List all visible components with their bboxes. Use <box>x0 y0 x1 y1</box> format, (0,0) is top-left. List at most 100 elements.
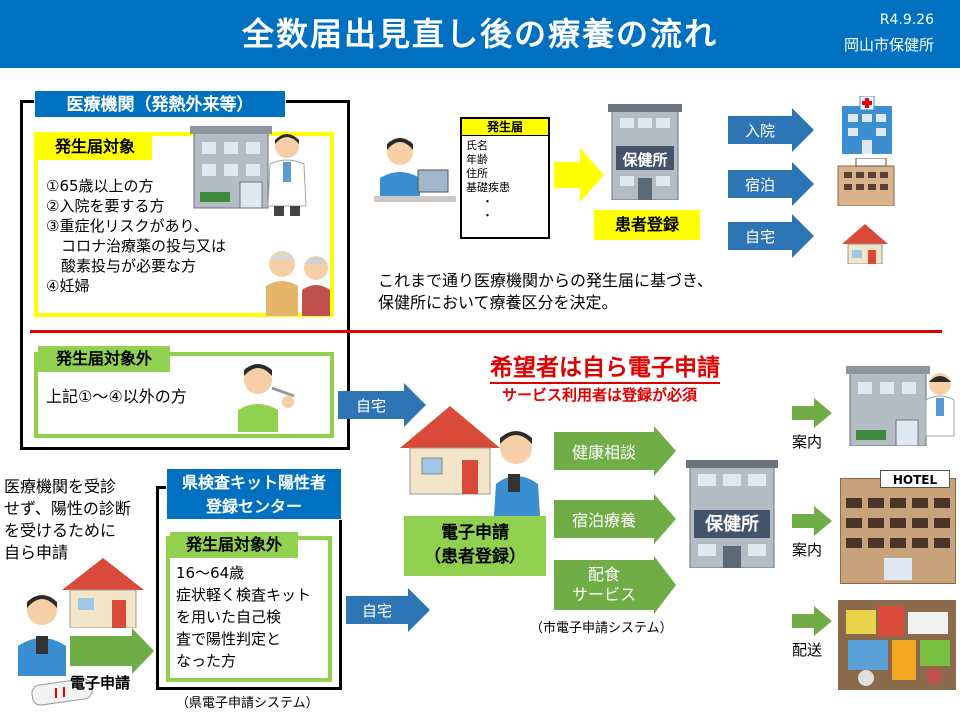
health-center-sign: 保健所 <box>622 151 668 169</box>
clinic-building-icon <box>846 366 955 446</box>
form-field: ・ <box>482 209 493 222</box>
kit-target-line: を用いた自己検 <box>176 608 282 626</box>
hotel-small-icon <box>837 158 895 206</box>
page-title: 全数届出見直し後の療養の流れ <box>241 15 718 53</box>
kit-target-line: なった方 <box>176 652 237 670</box>
target-frame <box>34 132 334 317</box>
top-note: これまで通り医療機関からの発生届に基づき、 保健所において療養区分を決定。 <box>378 270 713 314</box>
red-divider <box>30 330 942 333</box>
service-consult-arrow: 健康相談 <box>554 432 654 470</box>
service-label: サービス <box>571 585 636 604</box>
health-center-icon <box>686 460 778 568</box>
report-form-fields: 氏名 年齢 住所 基礎疾患 ・ ・ <box>462 136 548 226</box>
header-org: 岡山市保健所 <box>843 36 934 54</box>
criteria-list: ①65歳以上の方 ②入院を要する方 ③重症化リスクがあり、 コロナ治療薬の投与又… <box>46 176 226 296</box>
arrow-head <box>408 588 430 632</box>
criteria-item: ①65歳以上の方 <box>46 177 154 195</box>
criteria-item: ③重症化リスクがあり、 <box>46 217 209 235</box>
patient-laptop-icon <box>374 138 456 202</box>
self-apply-text: 医療機関を受診 せず、陽性の診断 を受けるために 自ら申請 <box>4 476 131 564</box>
home-person-icon <box>400 406 540 516</box>
self-apply-line: せず、陽性の診断 <box>4 499 131 518</box>
yellow-arrow-icon <box>554 148 604 202</box>
apply-subline: サービス利用者は登録が必須 <box>502 386 698 404</box>
service-label: 宿泊療養 <box>571 511 636 530</box>
medical-label: 医療機関（発熱外来等） <box>34 90 286 118</box>
arrow-head <box>404 383 426 427</box>
outcome-hospital-arrow: 入院 <box>728 116 792 144</box>
form-field: 住所 <box>466 167 488 180</box>
health-center-sign: 保健所 <box>705 514 759 535</box>
test-kit-icon <box>31 678 93 706</box>
home-arrow-label: 自宅 <box>355 396 386 415</box>
patient-test-icon <box>238 364 295 432</box>
form-field: ・ <box>482 195 493 208</box>
criteria-item: コロナ治療薬の投与又は <box>46 237 227 255</box>
self-apply-line: 医療機関を受診 <box>4 477 117 496</box>
service-hotel-arrow: 宿泊療養 <box>554 500 654 538</box>
outcome-label: 入院 <box>744 121 775 140</box>
criteria-item: ④妊婦 <box>46 277 90 295</box>
pref-system-label: （県電子申請システム） <box>176 696 319 711</box>
arrow-head <box>654 426 676 476</box>
outcome-label: 自宅 <box>744 227 775 246</box>
self-apply-line: 自ら申請 <box>4 543 69 562</box>
arrow-shaft <box>70 636 132 666</box>
kit-center-line: 県検査キット陽性者 <box>181 473 326 492</box>
arrow-head <box>792 108 814 152</box>
health-center-icon <box>608 104 682 200</box>
outcome-hotel-arrow: 宿泊 <box>728 170 792 198</box>
report-form: 発生届 氏名 年齢 住所 基礎疾患 ・ ・ <box>460 117 550 239</box>
outcome-label: 宿泊 <box>744 175 775 194</box>
outcome-home-arrow: 自宅 <box>728 222 792 250</box>
kit-target-label: 発生届対象外 <box>170 532 298 558</box>
form-field: 年齢 <box>466 153 488 166</box>
arrow-head <box>654 494 676 544</box>
green-arrow-icon <box>792 398 832 428</box>
note-line: 保健所において療養区分を決定。 <box>378 293 618 312</box>
hotel-windows-icon <box>846 498 950 580</box>
e-apply-line: 電子申請 <box>441 523 509 543</box>
service-label: 配食 <box>587 565 620 584</box>
self-apply-label: 電子申請 <box>70 674 131 692</box>
arrow-head <box>792 214 814 258</box>
kit-target-line: 症状軽く検査キット <box>176 586 312 604</box>
header-date: R4.9.26 <box>879 12 934 28</box>
home-small-icon <box>842 224 888 264</box>
apply-headline: 希望者は自ら電子申請 <box>490 348 720 384</box>
e-apply-line: （患者登録） <box>424 547 526 567</box>
criteria-item: 酸素投与が必要な方 <box>46 257 197 275</box>
person-phone-icon <box>18 595 66 676</box>
destination-label: 配送 <box>792 641 823 659</box>
patient-register-label: 患者登録 <box>594 210 700 240</box>
arrow-head <box>792 162 814 206</box>
e-apply-label: 電子申請 （患者登録） <box>404 516 546 576</box>
non-target-text: 上記①～④以外の方 <box>46 387 187 406</box>
hotel-sign: HOTEL <box>880 470 950 488</box>
green-arrow-icon <box>792 606 832 636</box>
green-arrow-icon <box>792 506 832 536</box>
destination-label: 案内 <box>792 541 823 559</box>
hospital-icon <box>842 96 892 154</box>
kit-center-line: 登録センター <box>205 497 302 516</box>
form-field: 氏名 <box>466 139 488 152</box>
food-package-icon <box>838 600 956 690</box>
non-target-frame <box>34 352 334 438</box>
city-system-label: （市電子申請システム） <box>530 621 673 636</box>
home-arrow-kit: 自宅 <box>346 596 408 624</box>
service-meal-arrow: 配食 サービス <box>554 560 654 610</box>
destination-label: 案内 <box>792 433 823 451</box>
target-label: 発生届対象 <box>38 134 152 160</box>
home-small-icon <box>62 558 144 628</box>
kit-target-line: 査で陽性判定と <box>176 630 282 648</box>
home-arrow-nontarget: 自宅 <box>338 391 404 419</box>
home-arrow-label: 自宅 <box>361 601 392 620</box>
form-field: 基礎疾患 <box>466 181 510 194</box>
criteria-item: ②入院を要する方 <box>46 197 165 215</box>
elderly-couple-icon <box>266 251 330 316</box>
non-target-label: 発生届対象外 <box>38 346 170 372</box>
arrow-head <box>654 556 676 614</box>
kit-target-line: 16～64歳 <box>176 564 245 582</box>
kit-target-text: 16～64歳 症状軽く検査キット を用いた自己検 査で陽性判定と なった方 <box>176 562 311 672</box>
